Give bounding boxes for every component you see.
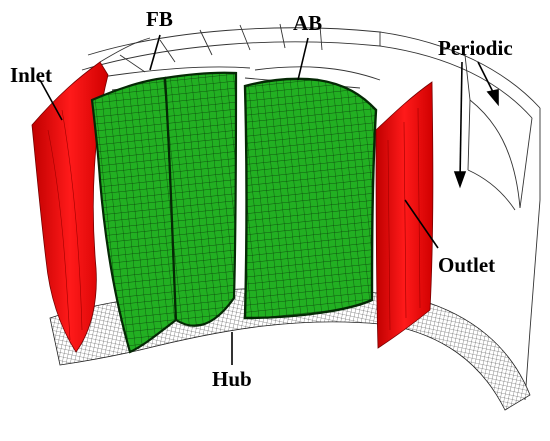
fb-blade-rear-panel <box>163 71 238 327</box>
fb-label: FB <box>146 7 173 31</box>
periodic-label: Periodic <box>438 36 513 60</box>
outlet-leader <box>404 199 439 249</box>
hub-label: Hub <box>212 367 252 391</box>
fb-leader <box>149 34 161 71</box>
periodic-arrows <box>453 61 499 189</box>
periodic-arrowhead-down <box>453 171 467 189</box>
periodic-arrowhead-right <box>486 89 499 107</box>
outlet-label: Outlet <box>438 253 495 277</box>
inlet-leader <box>39 79 63 121</box>
outlet-grid <box>387 107 421 331</box>
periodic-arrow-down <box>459 61 463 181</box>
leader-lines <box>39 34 439 365</box>
ab-label: AB <box>293 11 322 35</box>
inlet-label: Inlet <box>10 63 52 87</box>
inlet-surface <box>31 61 109 353</box>
outlet-surface <box>375 81 434 349</box>
inlet-grid <box>47 109 83 341</box>
ab-blade <box>243 77 378 320</box>
ab-leader <box>297 37 309 81</box>
